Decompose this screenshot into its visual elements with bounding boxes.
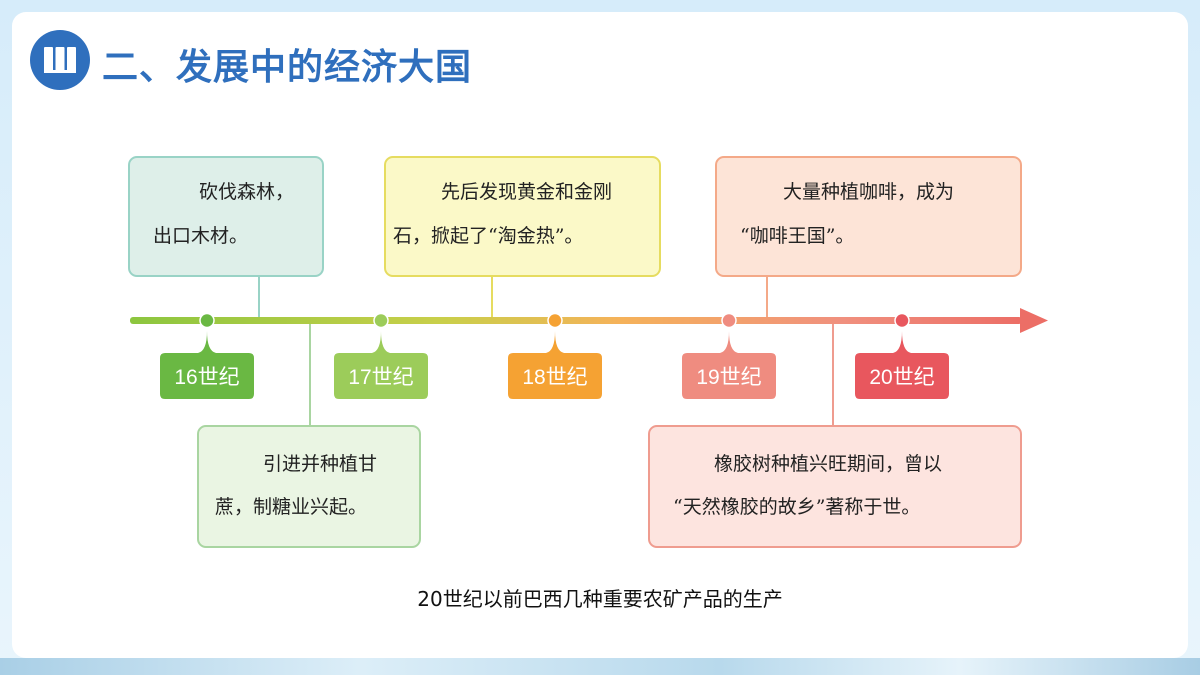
event-text-line: 石，掀起了“淘金热”。 (393, 225, 583, 247)
century-tag (855, 331, 949, 399)
event-text-line: “天然橡胶的故乡”著称于世。 (673, 496, 920, 518)
timeline-dot (721, 312, 737, 329)
timeline-arrowhead (1020, 308, 1048, 333)
event-text-line: 引进并种植甘 (263, 453, 377, 475)
figure-caption: 20世纪以前巴西几种重要农矿产品的生产 (417, 587, 783, 611)
century-tag (508, 331, 602, 399)
event-text-line: 蔗，制糖业兴起。 (215, 496, 367, 518)
century-label: 18世纪 (522, 366, 587, 389)
event-text-line: 出口木材。 (153, 225, 248, 247)
century-label: 17世纪 (348, 366, 413, 389)
event-box-wood: 砍伐森林， 出口木材。 (128, 156, 324, 277)
century-label: 20世纪 (869, 366, 934, 389)
century-tag (334, 331, 428, 399)
event-text-line: 橡胶树种植兴旺期间，曾以 (714, 453, 942, 475)
event-text-line: 先后发现黄金和金刚 (441, 181, 612, 203)
century-label: 16世纪 (174, 366, 239, 389)
event-text-line: 砍伐森林， (199, 181, 294, 203)
event-box-sugar: 引进并种植甘 蔗，制糖业兴起。 (197, 425, 421, 548)
book-icon (30, 30, 90, 90)
timeline-axis (130, 317, 1022, 324)
slide-frame (12, 12, 1188, 658)
timeline-dot (894, 312, 910, 329)
event-text-line: “咖啡王国”。 (740, 225, 854, 247)
event-box-coffee: 大量种植咖啡，成为 “咖啡王国”。 (715, 156, 1022, 277)
event-box-rubber: 橡胶树种植兴旺期间，曾以 “天然橡胶的故乡”著称于世。 (648, 425, 1022, 548)
timeline-dot (199, 312, 215, 329)
timeline-dot (373, 312, 389, 329)
century-label: 19世纪 (696, 366, 761, 389)
century-tag (160, 331, 254, 399)
event-box-gold: 先后发现黄金和金刚 石，掀起了“淘金热”。 (384, 156, 661, 277)
event-text-line: 大量种植咖啡，成为 (783, 181, 954, 203)
century-tag (682, 331, 776, 399)
bottom-decor-strip (0, 658, 1200, 675)
page-title: 二、发展中的经济大国 (102, 47, 473, 88)
timeline-dot (547, 312, 563, 329)
